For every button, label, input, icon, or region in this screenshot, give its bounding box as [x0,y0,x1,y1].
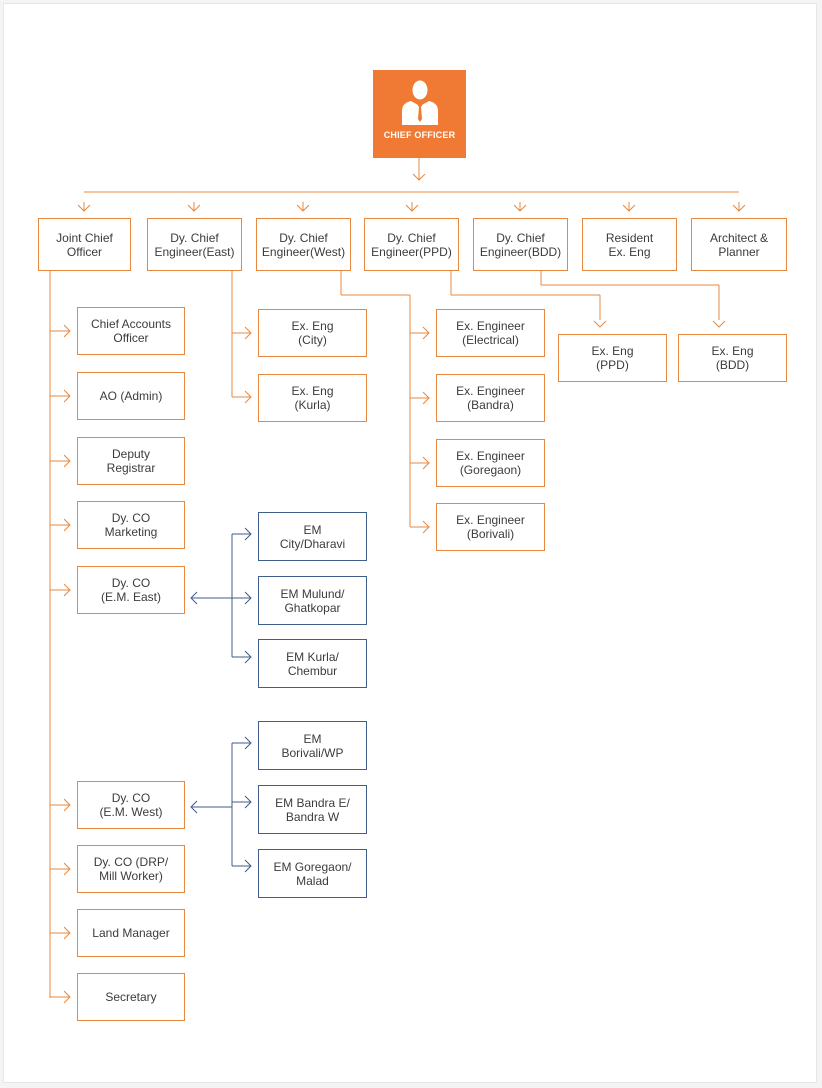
em-goregaon-malad-box: EM Goregaon/ Malad [258,849,367,898]
em-mulund-ghatkopar-box: EM Mulund/ Ghatkopar [258,576,367,625]
arrowhead [422,326,430,340]
arrowhead [244,527,252,541]
arrowhead [244,591,252,605]
deputy-registrar-box: Deputy Registrar [77,437,185,485]
arrowhead [77,204,91,212]
arrowhead [593,320,607,328]
chief-officer-box: CHIEF OFFICER [373,70,466,158]
chief-accounts-officer-box: Chief Accounts Officer [77,307,185,355]
dy-co-em-east-box: Dy. CO (E.M. East) [77,566,185,614]
arrowhead [405,204,419,212]
arrowhead [412,173,426,181]
arrowhead [712,320,726,328]
chief-officer-label: CHIEF OFFICER [383,130,456,140]
dy-chief-engineer-east-box: Dy. Chief Engineer(East) [147,218,242,271]
ex-engineer-borivali-box: Ex. Engineer (Borivali) [436,503,545,551]
person-in-suit-icon [401,80,438,125]
ex-eng-city-box: Ex. Eng (City) [258,309,367,357]
dy-co-marketing-box: Dy. CO Marketing [77,501,185,549]
arrowhead [422,520,430,534]
em-kurla-chembur-box: EM Kurla/ Chembur [258,639,367,688]
arrowhead [244,859,252,873]
arrowhead [63,926,71,940]
arrowhead [296,204,310,212]
arrowhead [63,454,71,468]
arrowhead [63,583,71,597]
ex-eng-bdd-box: Ex. Eng (BDD) [678,334,787,382]
secretary-box: Secretary [77,973,185,1021]
arrowhead [187,204,201,212]
em-borivali-wp-box: EM Borivali/WP [258,721,367,770]
joint-chief-officer-box: Joint Chief Officer [38,218,131,271]
dy-chief-engineer-west-box: Dy. Chief Engineer(West) [256,218,351,271]
arrowhead [422,391,430,405]
architect-planner-box: Architect & Planner [691,218,787,271]
em-bandra-box: EM Bandra E/ Bandra W [258,785,367,834]
arrowhead [63,798,71,812]
arrowhead [63,990,71,1004]
ex-eng-ppd-box: Ex. Eng (PPD) [558,334,667,382]
ex-engineer-goregaon-box: Ex. Engineer (Goregaon) [436,439,545,487]
dy-co-drp-mill-worker-box: Dy. CO (DRP/ Mill Worker) [77,845,185,893]
arrowhead [244,795,252,809]
arrowhead [622,204,636,212]
resident-ex-eng-box: Resident Ex. Eng [582,218,677,271]
arrowhead [63,324,71,338]
arrowhead [244,326,252,340]
arrowhead [244,390,252,404]
dy-chief-engineer-ppd-box: Dy. Chief Engineer(PPD) [364,218,459,271]
arrowhead [244,650,252,664]
arrowhead [63,389,71,403]
arrowhead [732,204,746,212]
ex-engineer-electrical-box: Ex. Engineer (Electrical) [436,309,545,357]
ao-admin-box: AO (Admin) [77,372,185,420]
land-manager-box: Land Manager [77,909,185,957]
arrowhead [63,518,71,532]
em-city-dharavi-box: EM City/Dharavi [258,512,367,561]
arrowhead [422,456,430,470]
dy-co-em-west-box: Dy. CO (E.M. West) [77,781,185,829]
ex-engineer-bandra-box: Ex. Engineer (Bandra) [436,374,545,422]
dy-chief-engineer-bdd-box: Dy. Chief Engineer(BDD) [473,218,568,271]
arrowhead [244,736,252,750]
ex-eng-kurla-box: Ex. Eng (Kurla) [258,374,367,422]
arrowhead [513,204,527,212]
arrowhead [190,800,198,814]
arrowhead [63,862,71,876]
arrowhead [190,591,198,605]
